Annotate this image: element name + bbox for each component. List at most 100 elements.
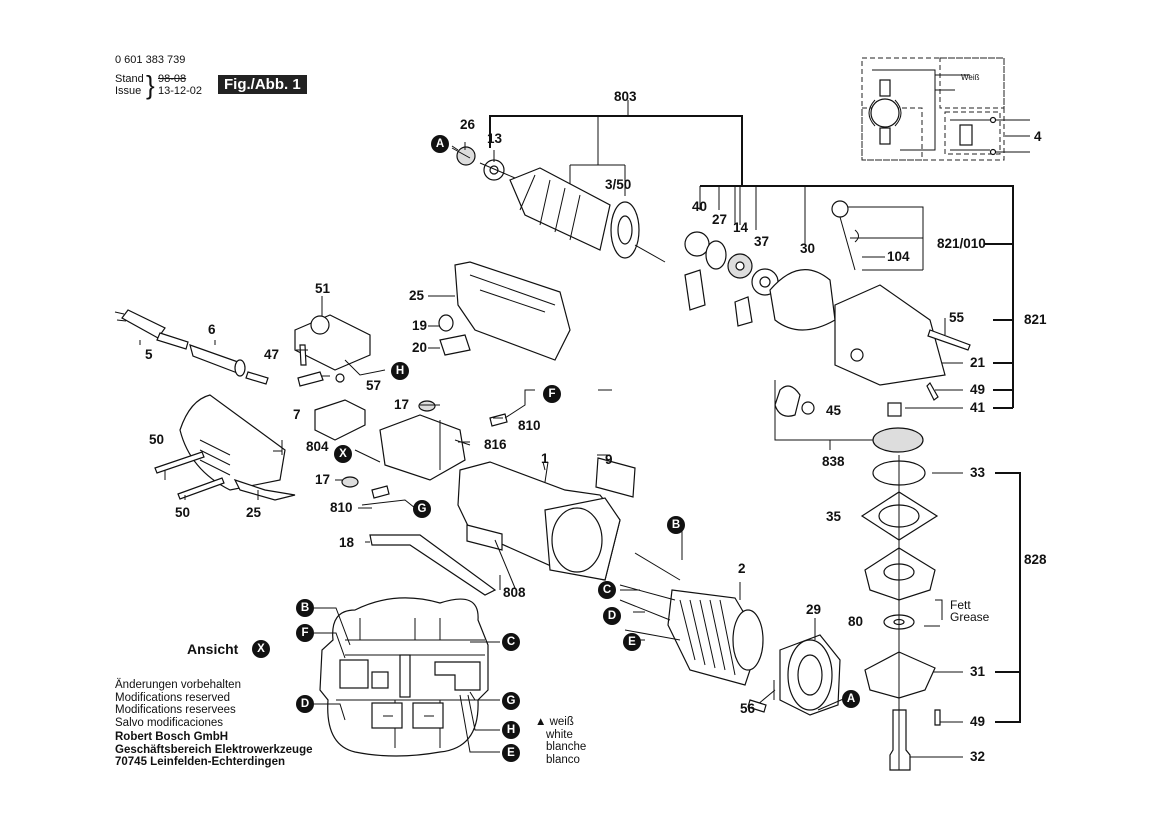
part-label-31: 31 bbox=[970, 664, 986, 679]
company-division: Geschäftsbereich Elektrowerkzeuge bbox=[115, 743, 313, 756]
part-label-4: 4 bbox=[1034, 129, 1042, 144]
part-label-816: 816 bbox=[484, 437, 507, 452]
issue-date: 13-12-02 bbox=[158, 85, 203, 97]
connector-a-top: A bbox=[431, 135, 449, 153]
part-label-51: 51 bbox=[315, 281, 331, 296]
brush-holder-drawing bbox=[314, 389, 535, 509]
legend-line: weiß bbox=[549, 716, 574, 728]
company-address: 70745 Leinfelden-Echterdingen bbox=[115, 756, 285, 768]
part-number: 0 601 383 739 bbox=[115, 54, 186, 66]
notice-de: Änderungen vorbehalten bbox=[115, 679, 241, 691]
part-label-9: 9 bbox=[605, 452, 613, 467]
part-label-49-lower: 49 bbox=[970, 714, 986, 729]
part-label-25-upper: 25 bbox=[409, 288, 425, 303]
view-x-drawing bbox=[314, 597, 500, 757]
company-name: Robert Bosch GmbH bbox=[115, 731, 229, 743]
switch-rod-drawing bbox=[369, 534, 497, 596]
part-label-80: 80 bbox=[848, 614, 864, 629]
connector-e-top: E bbox=[623, 633, 641, 651]
fan-baffle-drawing bbox=[779, 618, 841, 716]
bearing-set-drawing bbox=[684, 231, 836, 331]
connector-h-view: H bbox=[502, 721, 520, 739]
part-label-45: 45 bbox=[826, 403, 842, 418]
part-label-37: 37 bbox=[754, 234, 770, 249]
part-label-14: 14 bbox=[733, 220, 749, 235]
part-label-7: 7 bbox=[293, 407, 301, 422]
part-label-21: 21 bbox=[970, 355, 986, 370]
part-label-40: 40 bbox=[692, 199, 708, 214]
legend-line: blanco bbox=[546, 753, 580, 766]
grease-note-en: Grease bbox=[950, 610, 990, 624]
part-label-20: 20 bbox=[412, 340, 428, 355]
stand-label: Stand bbox=[115, 73, 144, 85]
part-label-104: 104 bbox=[887, 249, 910, 264]
connector-f-view: F bbox=[296, 624, 314, 642]
gear-housing-drawing bbox=[774, 200, 971, 453]
part-label-5: 5 bbox=[145, 347, 153, 362]
legend-line: blanche bbox=[546, 741, 587, 753]
grease-note-de: Fett bbox=[950, 598, 971, 612]
white-wire-legend: ▲ weiß white blanche blanco bbox=[535, 716, 586, 766]
spindle-assembly-drawing bbox=[860, 455, 943, 771]
connector-f-top: F bbox=[543, 385, 561, 403]
part-label-6: 6 bbox=[208, 322, 216, 337]
part-label-27: 27 bbox=[712, 212, 728, 227]
connector-a-bottom: A bbox=[842, 690, 860, 708]
connector-g-view: G bbox=[502, 692, 520, 710]
issue-label: Issue bbox=[115, 85, 142, 97]
triangle-marker-icon: ▲ bbox=[535, 716, 547, 728]
part-label-17-upper: 17 bbox=[394, 397, 410, 412]
part-label-828: 828 bbox=[1024, 552, 1047, 567]
part-label-803: 803 bbox=[614, 89, 637, 104]
wire-color-label: Weiß bbox=[961, 73, 980, 82]
armature-drawing bbox=[451, 146, 666, 263]
part-label-810-upper: 810 bbox=[518, 418, 541, 433]
part-label-808: 808 bbox=[503, 585, 526, 600]
part-label-57: 57 bbox=[366, 378, 382, 393]
view-label: Ansicht bbox=[187, 641, 239, 657]
part-label-30: 30 bbox=[800, 241, 816, 256]
switch-drawing bbox=[294, 296, 386, 387]
figure-label: Fig./Abb. 1 bbox=[218, 75, 307, 94]
connector-c-view: C bbox=[502, 633, 520, 651]
view-x-marker: X bbox=[252, 640, 270, 658]
part-label-18: 18 bbox=[339, 535, 355, 550]
part-label-32: 32 bbox=[970, 749, 986, 764]
connector-g-top: G bbox=[413, 500, 431, 518]
part-label-47: 47 bbox=[264, 347, 280, 362]
rear-cover-drawing bbox=[154, 394, 296, 501]
part-label-821-010: 821/010 bbox=[937, 236, 986, 251]
brace-icon: } bbox=[146, 70, 155, 100]
notice-es: Salvo modificaciones bbox=[115, 716, 224, 729]
connector-x: X bbox=[334, 445, 352, 463]
connector-b-top: B bbox=[667, 516, 685, 534]
part-label-29: 29 bbox=[806, 602, 822, 617]
part-label-3-50: 3/50 bbox=[605, 177, 632, 192]
connector-e-view: E bbox=[502, 744, 520, 762]
part-label-810-lower: 810 bbox=[330, 500, 353, 515]
part-label-13: 13 bbox=[487, 131, 503, 146]
part-label-26: 26 bbox=[460, 117, 476, 132]
part-label-19: 19 bbox=[412, 318, 428, 333]
motor-housing-drawing bbox=[457, 457, 636, 589]
part-label-35: 35 bbox=[826, 509, 842, 524]
part-label-50-upper: 50 bbox=[149, 432, 165, 447]
part-label-50-lower: 50 bbox=[175, 505, 191, 520]
connector-h-top: H bbox=[391, 362, 409, 380]
connector-d-top: D bbox=[603, 607, 621, 625]
part-label-56: 56 bbox=[740, 701, 756, 716]
legend-line: white bbox=[546, 728, 573, 741]
part-label-33: 33 bbox=[970, 465, 986, 480]
part-label-41: 41 bbox=[970, 400, 986, 415]
field-coil-drawing bbox=[619, 552, 776, 713]
part-label-17-lower: 17 bbox=[315, 472, 331, 487]
connector-c-top: C bbox=[598, 581, 616, 599]
part-label-804: 804 bbox=[306, 439, 329, 454]
part-label-821: 821 bbox=[1024, 312, 1047, 327]
connector-d-view: D bbox=[296, 695, 314, 713]
part-label-1: 1 bbox=[541, 451, 549, 466]
power-cord-drawing bbox=[114, 309, 269, 385]
motor-cover-drawing bbox=[438, 261, 571, 361]
notice-en: Modifications reserved bbox=[115, 691, 231, 704]
